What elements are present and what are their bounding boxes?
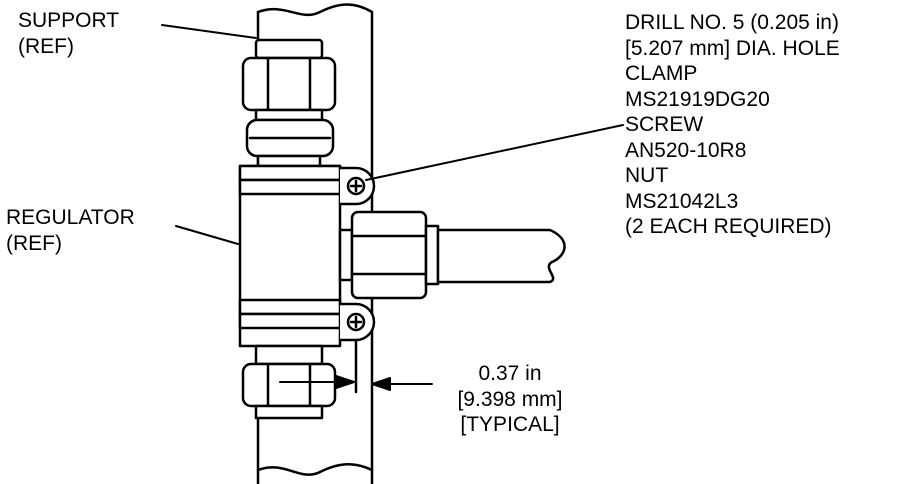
parts-callout: DRILL NO. 5 (0.205 in) [5.207 mm] DIA. H… — [625, 10, 840, 240]
callout-line-hole: [5.207 mm] DIA. HOLE — [625, 36, 840, 60]
outlet-tube — [338, 210, 566, 300]
regulator-top-fitting — [241, 38, 337, 170]
dimension-label: 0.37 in [9.398 mm] [TYPICAL] — [435, 361, 585, 438]
dimension-inches: 0.37 in — [478, 362, 542, 385]
dimension-arrows — [279, 375, 433, 391]
regulator-body — [238, 164, 342, 348]
callout-line-screw: SCREW — [625, 113, 704, 136]
dimension-mm: [9.398 mm] — [457, 387, 563, 411]
callout-line-nut-part: MS21042L3 — [625, 189, 739, 213]
clamp-lower — [338, 302, 376, 394]
support-label-line-1: SUPPORT — [18, 9, 120, 32]
regulator-label-line-2: (REF) — [6, 231, 62, 255]
callout-line-quantity: (2 EACH REQUIRED) — [625, 215, 832, 238]
regulator-label: REGULATOR (REF) — [6, 205, 135, 256]
callout-line-nut: NUT — [625, 164, 669, 187]
support-label: SUPPORT (REF) — [18, 8, 119, 59]
regulator-label-line-1: REGULATOR — [6, 206, 135, 229]
regulator-bottom-fitting — [241, 344, 337, 420]
callout-line-drill: DRILL NO. 5 (0.205 in) — [625, 11, 839, 34]
clamp-upper — [338, 166, 376, 206]
callout-line-screw-part: AN520-10R8 — [625, 138, 747, 162]
support-label-line-2: (REF) — [18, 34, 74, 58]
callout-line-clamp: CLAMP — [625, 62, 698, 85]
leader-lines — [161, 24, 624, 245]
callout-line-clamp-part: MS21919DG20 — [625, 87, 770, 111]
dimension-typical: [TYPICAL] — [460, 413, 560, 436]
